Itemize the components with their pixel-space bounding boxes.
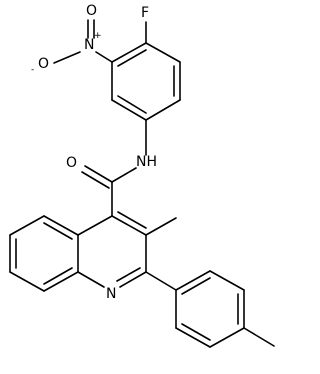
bond — [9, 271, 45, 292]
bond — [181, 277, 211, 295]
bond — [175, 327, 211, 348]
bond — [209, 327, 245, 348]
bond — [175, 270, 211, 291]
bond — [43, 215, 79, 236]
carbonyl-oxygen-label: O — [66, 155, 77, 171]
bond — [43, 271, 79, 292]
nitro-nitrogen-charge: + — [94, 31, 102, 41]
bond — [145, 271, 177, 291]
bond — [81, 171, 110, 189]
molecule-structure: F O N + O - NH O N — [9, 3, 275, 348]
bonds — [9, 19, 275, 348]
bond — [116, 267, 141, 282]
bond — [111, 167, 137, 183]
fluorine-label: F — [141, 5, 149, 21]
atom-labels: F O N + O - NH O N — [31, 3, 157, 302]
bond — [145, 42, 181, 63]
bond — [181, 323, 211, 341]
quinoline-nitrogen-label: N — [106, 286, 116, 302]
bond — [243, 327, 275, 347]
nitro-oxygen-left-label: O — [38, 56, 49, 72]
bond — [117, 95, 147, 114]
bond — [9, 215, 45, 236]
bond — [145, 217, 177, 236]
bond — [43, 222, 73, 240]
amide-nh-label: NH — [136, 154, 157, 170]
bond — [95, 51, 113, 63]
bond — [209, 270, 245, 291]
nitro-oxygen-top-label: O — [86, 3, 97, 19]
nitro-oxygen-left-charge: - — [31, 65, 34, 75]
bond — [111, 42, 147, 63]
bond — [117, 49, 147, 67]
bond — [53, 51, 81, 64]
bond — [43, 267, 73, 285]
bond — [84, 165, 113, 183]
bond — [145, 99, 181, 121]
bond — [117, 211, 147, 229]
bond — [77, 271, 105, 288]
bond — [111, 99, 147, 121]
bond — [111, 215, 147, 236]
bond — [119, 271, 147, 288]
nitro-nitrogen-label: N — [84, 37, 94, 53]
bond — [77, 215, 113, 236]
